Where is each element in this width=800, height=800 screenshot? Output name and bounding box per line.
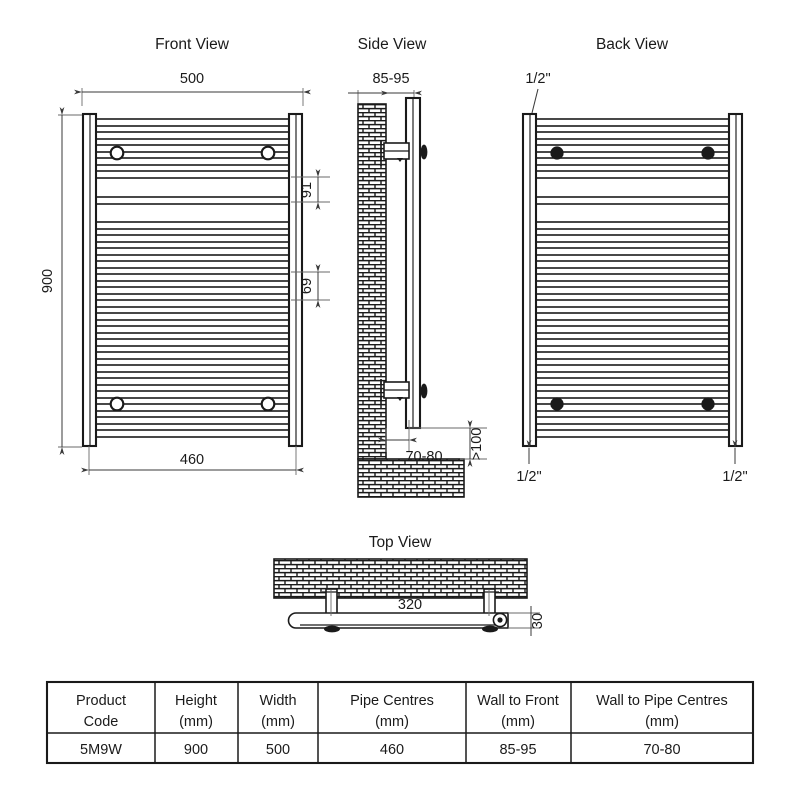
header-product-code-l2: Code [84, 714, 119, 730]
side-view-title: Side View [358, 36, 427, 53]
back-view-group: Back View 1/2" [516, 36, 747, 485]
side-floor-clearance-value: >100 [469, 428, 485, 461]
side-lower-bracket [380, 379, 428, 405]
header-width-l2: (mm) [261, 714, 295, 730]
front-upper-gap-dimension: 91 [291, 169, 330, 210]
header-wall-to-pipe-centres-l2: (mm) [645, 714, 679, 730]
header-width-l1: Width [259, 693, 296, 709]
top-depth-value: 30 [530, 613, 546, 629]
front-view-group: Front View 500 900 [40, 36, 330, 475]
front-height-dimension: 900 [40, 107, 82, 455]
top-rail-bar [287, 612, 509, 633]
back-view-title: Back View [596, 36, 669, 53]
front-lower-gap-dimension: 69 [291, 264, 330, 308]
top-bracket-centres-value: 320 [398, 597, 422, 613]
back-bottom-right-connection-value: 1/2" [722, 469, 747, 485]
side-radiator-profile [404, 96, 422, 430]
front-pipe-centres-dimension: 460 [81, 446, 304, 475]
back-rail-bars [533, 118, 732, 438]
cell-width: 500 [266, 742, 290, 758]
cell-wall-to-pipe-centres: 70-80 [643, 742, 680, 758]
top-depth-dimension: 30 [508, 606, 546, 636]
top-view-group: Top View 320 30 [273, 534, 546, 636]
front-upper-gap-value: 91 [299, 182, 315, 198]
side-wall-to-pipe-value: 70-80 [405, 449, 442, 465]
spec-table-row: 5M9W 900 500 460 85-95 70-80 [80, 742, 681, 758]
side-view-group: Side View 85-95 [348, 36, 487, 498]
front-width-dimension: 500 [74, 71, 311, 106]
top-view-title: Top View [369, 534, 432, 551]
back-bottom-right-connection-callout: 1/2" [722, 440, 748, 485]
top-bracket-stems [322, 588, 499, 616]
cell-wall-to-front: 85-95 [499, 742, 536, 758]
header-wall-to-pipe-centres-l1: Wall to Pipe Centres [596, 693, 728, 709]
side-wall-to-front-value: 85-95 [372, 71, 409, 87]
top-bracket-centres-dimension: 320 [330, 590, 490, 616]
header-height-l2: (mm) [179, 714, 213, 730]
spec-table-header-row: Product Code Height (mm) Width (mm) Pipe… [76, 693, 728, 730]
front-lower-gap-value: 69 [299, 278, 315, 294]
front-bracket-circles [109, 145, 276, 412]
front-pipe-centres-value: 460 [180, 452, 204, 468]
back-bottom-left-connection-value: 1/2" [516, 469, 541, 485]
front-height-value: 900 [40, 269, 56, 293]
side-floor-clearance-dimension: >100 [409, 420, 487, 467]
header-pipe-centres-l1: Pipe Centres [350, 693, 434, 709]
front-side-posts [81, 112, 304, 448]
cell-product-code: 5M9W [80, 742, 122, 758]
back-top-left-connection-callout: 1/2" [525, 71, 551, 122]
side-upper-bracket [380, 140, 428, 166]
cell-height: 900 [184, 742, 208, 758]
header-height-l1: Height [175, 693, 217, 709]
front-width-value: 500 [180, 71, 204, 87]
spec-table: Product Code Height (mm) Width (mm) Pipe… [45, 680, 755, 765]
front-rail-bars [93, 118, 292, 438]
side-wall-to-pipe-dimension: 70-80 [378, 420, 443, 465]
header-product-code-l1: Product [76, 693, 126, 709]
back-bottom-left-connection-callout: 1/2" [516, 440, 542, 485]
header-wall-to-front-l1: Wall to Front [477, 693, 559, 709]
side-wall-to-front-dimension: 85-95 [348, 71, 422, 106]
front-view-title: Front View [155, 36, 230, 53]
header-pipe-centres-l2: (mm) [375, 714, 409, 730]
back-valve-fittings [550, 146, 715, 411]
back-top-left-connection-value: 1/2" [525, 71, 550, 87]
header-wall-to-front-l2: (mm) [501, 714, 535, 730]
cell-pipe-centres: 460 [380, 742, 404, 758]
